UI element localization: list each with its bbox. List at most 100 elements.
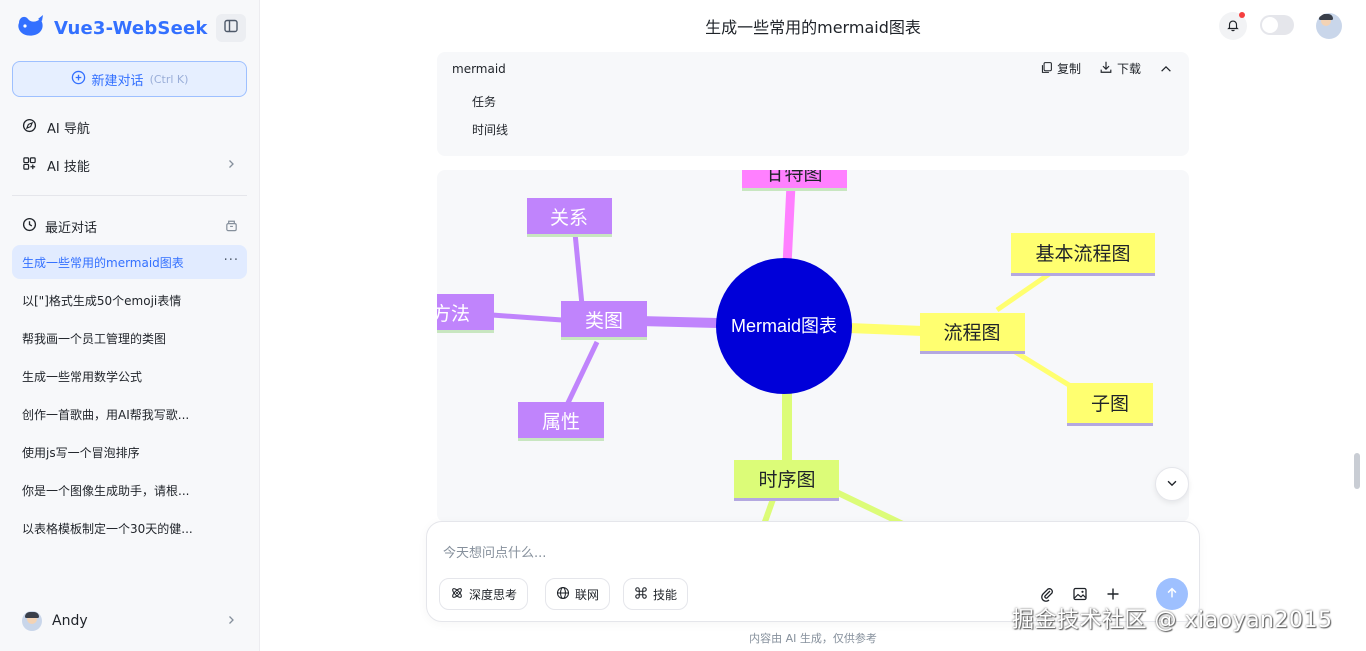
notification-dot xyxy=(1239,12,1245,18)
node-attribute: 属性 xyxy=(518,402,604,441)
copy-button[interactable]: 复制 xyxy=(1040,60,1081,77)
conversation-item[interactable]: 使用js写一个冒泡排序 xyxy=(12,435,247,469)
node-gantt-label: 甘特图 xyxy=(765,170,822,185)
conversation-item[interactable]: 以表格模板制定一个30天的健... xyxy=(12,511,247,545)
collapse-code-icon[interactable] xyxy=(1159,61,1173,80)
nav-ai-skills[interactable]: AI 技能 xyxy=(12,148,247,182)
brand-name: Vue3-WebSeek xyxy=(54,17,208,39)
node-gantt: 甘特图 xyxy=(742,170,847,191)
node-relation: 关系 xyxy=(527,198,612,237)
download-icon xyxy=(1099,60,1113,77)
new-chat-label: 新建对话 xyxy=(91,73,144,89)
deep-think-button[interactable]: 深度思考 xyxy=(439,578,529,610)
ai-disclaimer: 内容由 AI 生成，仅供参考 xyxy=(749,632,877,645)
code-line: 任务 xyxy=(472,95,497,109)
more-options-icon[interactable]: ··· xyxy=(223,253,239,268)
nav-ai-navigation[interactable]: AI 导航 xyxy=(12,110,247,144)
chat-input-box: 今天想问点什么... 深度思考 联网 技能 xyxy=(426,521,1200,622)
edge-root-flow xyxy=(848,323,924,336)
node-class: 类图 xyxy=(561,301,647,340)
arrow-up-icon xyxy=(1165,585,1179,604)
node-sequence: 时序图 xyxy=(734,460,839,501)
deep-think-label: 深度思考 xyxy=(469,587,518,602)
collapse-sidebar-button[interactable] xyxy=(216,14,246,42)
nav-ai-skills-label: AI 技能 xyxy=(47,159,90,175)
user-name: Andy xyxy=(52,613,88,629)
scroll-to-bottom-button[interactable] xyxy=(1155,467,1189,501)
sidebar-divider xyxy=(12,195,247,196)
node-root-label: Mermaid图表 xyxy=(731,316,837,336)
conversation-title: 以["]格式生成50个emoji表情 xyxy=(22,293,182,308)
conversation-title: 你是一个图像生成助手，请根... xyxy=(22,483,190,498)
globe-icon xyxy=(556,586,570,603)
node-basic-flow: 基本流程图 xyxy=(1011,233,1155,276)
header-user-avatar[interactable] xyxy=(1316,13,1342,39)
node-method: 方法 xyxy=(437,294,494,333)
download-button[interactable]: 下载 xyxy=(1099,60,1141,77)
sidebar: Vue3-WebSeek 新建对话 (Ctrl K) AI 导航 AI 技能 xyxy=(0,0,260,651)
clear-history-icon[interactable] xyxy=(224,218,239,237)
node-root: Mermaid图表 xyxy=(716,258,852,394)
edge-class-method xyxy=(491,312,563,323)
mindmap-svg: 甘特图 关系 方法 类图 属性 xyxy=(437,170,1155,522)
conversation-item[interactable]: 生成一些常用数学公式 xyxy=(12,359,247,393)
page-title: 生成一些常用的mermaid图表 xyxy=(705,18,921,37)
conversation-title: 使用js写一个冒泡排序 xyxy=(22,445,140,460)
user-profile-button[interactable]: Andy xyxy=(12,603,247,639)
conversation-item[interactable]: 你是一个图像生成助手，请根... xyxy=(12,473,247,507)
node-sequence-label: 时序图 xyxy=(758,469,815,491)
new-chat-button[interactable]: 新建对话 (Ctrl K) xyxy=(12,61,247,97)
conversation-item[interactable]: 创作一首歌曲，用AI帮我写歌... xyxy=(12,397,247,431)
chevron-down-icon xyxy=(1165,475,1179,494)
attachment-icon[interactable] xyxy=(1037,584,1057,604)
edge-flow-subgraph xyxy=(1010,347,1079,393)
skills-label: 技能 xyxy=(653,587,678,602)
conversation-item-active[interactable]: 生成一些常用的mermaid图表 ··· xyxy=(12,245,247,279)
conversation-title: 创作一首歌曲，用AI帮我写歌... xyxy=(22,407,190,422)
conversation-title: 生成一些常用的mermaid图表 xyxy=(22,255,184,270)
plus-icon[interactable] xyxy=(1103,584,1123,604)
skills-button[interactable]: 技能 xyxy=(623,578,689,610)
brand[interactable]: Vue3-WebSeek xyxy=(16,12,208,44)
theme-toggle[interactable] xyxy=(1260,15,1294,35)
page-scrollbar[interactable] xyxy=(1354,453,1360,489)
new-chat-shortcut: (Ctrl K) xyxy=(149,72,189,86)
recent-conversations-title: 最近对话 xyxy=(45,220,98,236)
node-relation-label: 关系 xyxy=(550,207,588,229)
whale-logo-icon xyxy=(16,13,46,43)
web-search-button[interactable]: 联网 xyxy=(545,578,611,610)
bell-icon xyxy=(1226,17,1240,36)
recent-conversations-header: 最近对话 xyxy=(12,209,247,243)
web-search-label: 联网 xyxy=(575,587,600,602)
node-subgraph: 子图 xyxy=(1067,383,1153,426)
copy-label: 复制 xyxy=(1057,62,1082,76)
chevron-right-icon xyxy=(225,158,237,174)
code-line: 时间线 xyxy=(472,123,509,137)
chat-input[interactable]: 今天想问点什么... xyxy=(443,546,547,561)
node-method-label: 方法 xyxy=(437,303,470,325)
conversation-title: 生成一些常用数学公式 xyxy=(22,369,143,384)
conversation-title: 帮我画一个员工管理的类图 xyxy=(22,331,167,346)
code-language: mermaid xyxy=(452,62,506,76)
node-basic-flow-label: 基本流程图 xyxy=(1035,243,1130,265)
atom-icon xyxy=(450,586,464,603)
plus-circle-icon xyxy=(71,70,86,89)
notifications-button[interactable] xyxy=(1219,12,1247,40)
conversation-item[interactable]: 帮我画一个员工管理的类图 xyxy=(12,321,247,355)
nav-ai-navigation-label: AI 导航 xyxy=(47,121,90,137)
sidebar-toggle-icon xyxy=(223,18,239,38)
chevron-right-icon xyxy=(225,614,237,630)
send-button[interactable] xyxy=(1156,578,1188,610)
user-avatar xyxy=(22,611,42,631)
apps-grid-icon xyxy=(22,156,37,175)
clock-icon xyxy=(22,217,37,236)
edge-flow-basic xyxy=(995,267,1057,313)
command-icon xyxy=(634,586,648,603)
node-subgraph-label: 子图 xyxy=(1091,394,1129,415)
compass-icon xyxy=(22,118,37,137)
node-attribute-label: 属性 xyxy=(542,411,580,433)
image-icon[interactable] xyxy=(1070,584,1090,604)
conversation-item[interactable]: 以["]格式生成50个emoji表情 xyxy=(12,283,247,317)
code-block: mermaid 复制 下载 任务 时间线 xyxy=(437,52,1189,156)
